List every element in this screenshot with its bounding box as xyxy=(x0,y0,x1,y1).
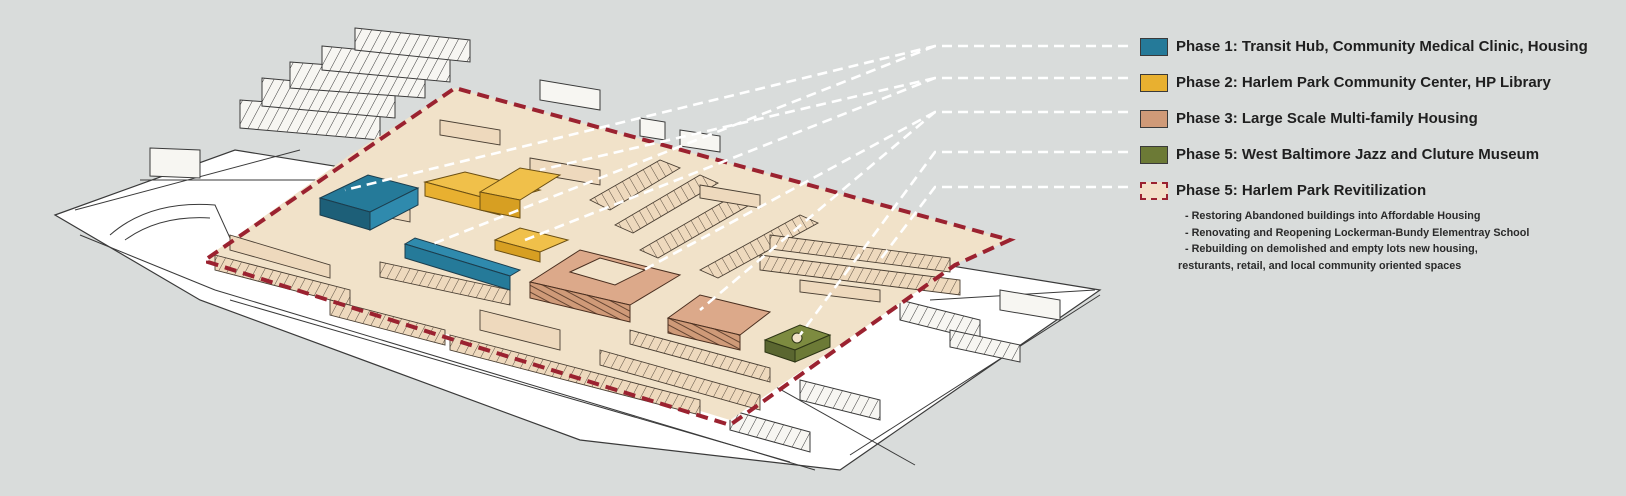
note-line: resturants, retail, and local community … xyxy=(1178,259,1462,272)
legend-item-phase1: Phase 1: Transit Hub, Community Medical … xyxy=(1140,36,1610,72)
phase5-museum-swatch xyxy=(1140,146,1168,164)
legend-label-phase5-revitalization: Phase 5: Harlem Park Revitilization xyxy=(1176,182,1427,199)
legend-label-phase1: Phase 1: Transit Hub, Community Medical … xyxy=(1176,38,1588,55)
phase5-revitalization-swatch xyxy=(1140,182,1168,200)
legend-item-phase5-museum: Phase 5: West Baltimore Jazz and Cluture… xyxy=(1140,144,1610,180)
legend-item-phase2: Phase 2: Harlem Park Community Center, H… xyxy=(1140,72,1610,108)
context-streets xyxy=(74,149,1101,471)
note-line: - Renovating and Reopening Lockerman-Bun… xyxy=(1185,226,1530,239)
phase-legend: Phase 1: Transit Hub, Community Medical … xyxy=(1140,36,1610,216)
legend-item-phase3: Phase 3: Large Scale Multi-family Housin… xyxy=(1140,108,1610,144)
revitalization-boundary xyxy=(206,85,1016,428)
legend-item-phase5-revitalization: Phase 5: Harlem Park Revitilization xyxy=(1140,180,1610,216)
phase1-swatch xyxy=(1140,38,1168,56)
legend-label-phase5-museum: Phase 5: West Baltimore Jazz and Cluture… xyxy=(1176,146,1540,163)
phase2-swatch xyxy=(1140,74,1168,92)
legend-label-phase2: Phase 2: Harlem Park Community Center, H… xyxy=(1176,74,1551,91)
phase3-buildings xyxy=(528,249,772,351)
phase5-museum-building xyxy=(763,324,832,363)
phase2-buildings xyxy=(423,167,570,263)
context-rowhouses xyxy=(149,27,1061,453)
note-line: - Rebuilding on demolished and empty lot… xyxy=(1185,243,1478,255)
note-line: - Restoring Abandoned buildings into Aff… xyxy=(1185,210,1481,222)
phase3-swatch xyxy=(1140,110,1168,128)
leader-lines xyxy=(344,44,1128,336)
legend-label-phase3: Phase 3: Large Scale Multi-family Housin… xyxy=(1176,110,1478,127)
revitalization-notes: - Restoring Abandoned buildings into Aff… xyxy=(1175,208,1615,274)
phase1-buildings xyxy=(318,174,522,291)
